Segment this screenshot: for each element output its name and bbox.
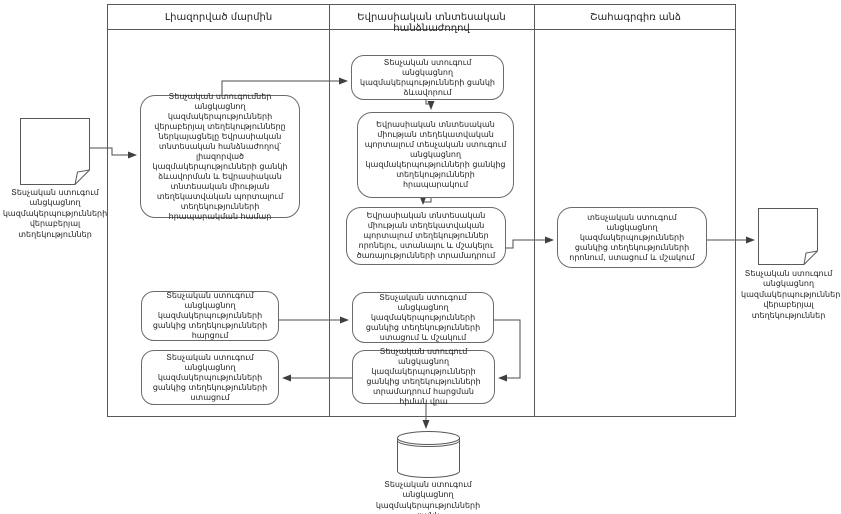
connector-receive-process-to-provide [494,319,521,382]
node-provide-on-request: Տեսչական ստուգում անցկացնող կազմակերպութ… [352,347,495,406]
connector-form-list-to-publish [425,100,435,110]
swimlane-frame: Լիազորված մարմին Եվրասիական տնտեսական հա… [107,4,736,417]
node-portal-services: Եվրասիական տնտեսական միության տեղեկատվակ… [346,207,506,265]
connector-publish-to-services [419,196,432,205]
connector-services-to-person-search [506,236,554,249]
connector-submit-to-form-list [221,77,348,95]
database-cylinder-icon [397,431,460,478]
lane-title-authority: Լիազորված մարմին [164,12,273,23]
document-shape-left [20,118,90,185]
lane-divider-2 [534,5,535,416]
document-shape-right [758,208,818,265]
node-submit-info: Տեսչական ստուգումներ անցկացնող կազմակերպ… [140,92,300,221]
node-receive-info: Տեսչական ստուգում անցկացնող կազմակերպութ… [141,350,279,405]
document-right-label: Տեսչական ստուգում անցկացնող կազմակերպութ… [741,269,841,320]
lane-title-commission: Եվրասիական տնտեսական հանձնաժողով [357,12,506,34]
node-receive-process-request: Տեսչական ստուգում անցկացնող կազմակերպութ… [352,292,494,343]
lane-title-person: Շահագրգիռ անձ [589,12,682,23]
connector-doc-to-submit [90,147,137,159]
node-request-info: Տեսչական ստուգում անցկացնող կազմակերպութ… [141,291,279,341]
document-left-label: Տեսչական ստուգում անցկացնող կազմակերպութ… [2,188,108,239]
node-publish-info: Եվրասիական տնտեսական միության տեղեկատվակ… [357,112,514,198]
node-person-search: տեսչական ստուգում անցկացնող կազմակերպութ… [557,207,707,268]
lane-header-separator [108,29,735,30]
node-form-list: Տեսչական ստուգում անցկացնող կազմակերպութ… [351,55,504,100]
lane-divider-1 [329,5,330,416]
database-label: Տեսչական ստուգում անցկացնող կազմակերպութ… [375,480,481,514]
